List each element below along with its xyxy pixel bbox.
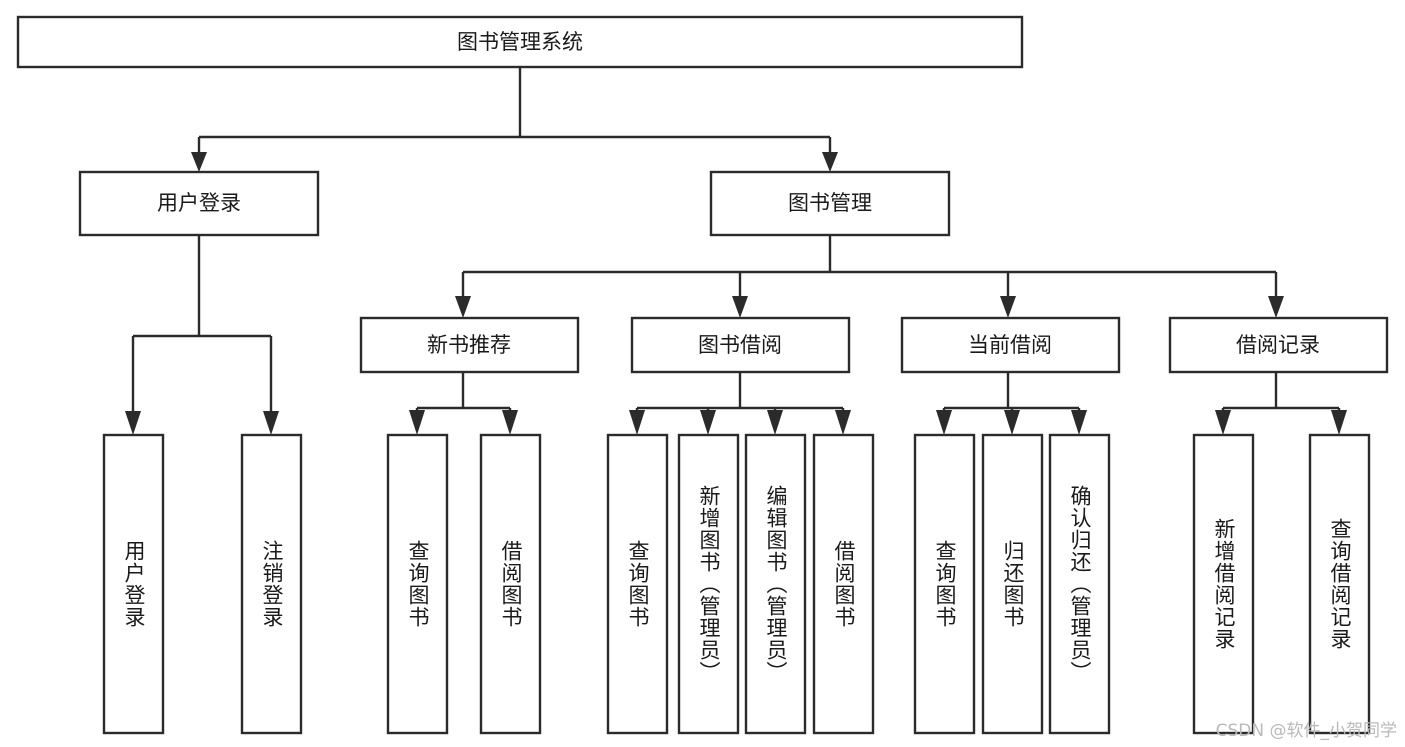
arrow-to-new-book-rec: [455, 296, 471, 318]
node-leaf-confirm-return-label: 确认归还（管理员）: [1068, 485, 1092, 683]
node-book-manage-label: 图书管理: [788, 191, 872, 215]
node-leaf-query-book-2[interactable]: 查询图书: [606, 433, 669, 735]
node-leaf-borrow-book-1-label: 借阅图书: [499, 540, 523, 628]
node-leaf-add-record[interactable]: 新增借阅记录: [1192, 433, 1255, 735]
node-leaf-user-login[interactable]: 用户登录: [102, 433, 165, 735]
arrow-to-book-borrow: [732, 296, 748, 318]
node-current-borrow[interactable]: 当前借阅: [900, 316, 1121, 374]
arrow-to-leaf-add-book: [700, 410, 716, 435]
node-leaf-query-record-box[interactable]: [1308, 433, 1371, 735]
node-leaf-query-book-2-label: 查询图书: [626, 540, 650, 628]
node-leaf-add-book-box[interactable]: [677, 433, 740, 735]
node-book-borrow-label: 图书借阅: [698, 333, 782, 357]
node-current-borrow-box[interactable]: [900, 316, 1121, 374]
node-leaf-query-book-1-box[interactable]: [386, 433, 449, 735]
node-leaf-logout[interactable]: 注销登录: [240, 433, 303, 735]
node-leaf-logout-label: 注销登录: [260, 540, 284, 628]
node-leaf-query-book-1-label: 查询图书: [406, 540, 430, 628]
node-leaf-user-login-box[interactable]: [102, 433, 165, 735]
arrow-to-leaf-borrow-book-2: [835, 410, 851, 435]
node-leaf-return-book-box[interactable]: [981, 433, 1044, 735]
node-book-manage[interactable]: 图书管理: [709, 170, 951, 237]
node-leaf-borrow-book-2-box[interactable]: [812, 433, 875, 735]
node-current-borrow-label: 当前借阅: [968, 333, 1052, 357]
node-new-book-rec-label: 新书推荐: [427, 333, 511, 357]
arrow-to-leaf-confirm-return: [1071, 410, 1087, 435]
node-user-login-label: 用户登录: [157, 191, 241, 215]
node-leaf-confirm-return[interactable]: 确认归还（管理员）: [1048, 433, 1111, 735]
arrow-to-current-borrow: [1000, 296, 1016, 318]
node-leaf-query-book-1[interactable]: 查询图书: [386, 433, 449, 735]
arrow-to-leaf-query-record: [1331, 410, 1347, 435]
node-user-login-box[interactable]: [78, 170, 320, 237]
arrow-to-leaf-query-book-2: [629, 410, 645, 435]
arrow-to-leaf-query-book-1: [409, 410, 425, 435]
node-leaf-add-record-box[interactable]: [1192, 433, 1255, 735]
node-borrow-record-label: 借阅记录: [1236, 333, 1320, 357]
node-leaf-add-record-label: 新增借阅记录: [1212, 518, 1236, 650]
connector-layer: [125, 67, 1347, 435]
node-root-box[interactable]: [16, 15, 1024, 69]
arrow-to-leaf-logout: [263, 411, 279, 435]
arrow-to-leaf-user-login: [125, 411, 141, 435]
node-leaf-add-book-label: 新增图书（管理员）: [697, 485, 721, 683]
node-root[interactable]: 图书管理系统: [16, 15, 1024, 69]
node-leaf-edit-book[interactable]: 编辑图书（管理员）: [744, 433, 807, 735]
node-leaf-query-book-3[interactable]: 查询图书: [913, 433, 976, 735]
arrow-to-leaf-query-book-3: [936, 410, 952, 435]
node-borrow-record-box[interactable]: [1168, 316, 1389, 374]
node-leaf-add-book[interactable]: 新增图书（管理员）: [677, 433, 740, 735]
node-leaf-borrow-book-1-box[interactable]: [479, 433, 542, 735]
node-leaf-return-book-label: 归还图书: [1001, 540, 1025, 628]
arrow-to-leaf-edit-book: [767, 410, 783, 435]
node-book-borrow-box[interactable]: [630, 316, 851, 374]
node-leaf-borrow-book-2[interactable]: 借阅图书: [812, 433, 875, 735]
arrow-to-borrow-record: [1268, 296, 1284, 318]
node-leaf-confirm-return-box[interactable]: [1048, 433, 1111, 735]
arrow-to-leaf-return-book: [1004, 410, 1020, 435]
node-leaf-logout-box[interactable]: [240, 433, 303, 735]
node-leaf-query-book-3-box[interactable]: [913, 433, 976, 735]
node-leaf-query-record[interactable]: 查询借阅记录: [1308, 433, 1371, 735]
node-book-borrow[interactable]: 图书借阅: [630, 316, 851, 374]
arrow-to-user-login: [191, 152, 207, 172]
arrow-to-book-manage: [822, 152, 838, 172]
arrow-to-leaf-add-record: [1215, 410, 1231, 435]
node-leaf-edit-book-label: 编辑图书（管理员）: [764, 485, 788, 683]
node-leaf-borrow-book-1[interactable]: 借阅图书: [479, 433, 542, 735]
node-leaf-user-login-label: 用户登录: [122, 540, 146, 628]
node-leaf-edit-book-box[interactable]: [744, 433, 807, 735]
node-new-book-rec-box[interactable]: [359, 316, 580, 374]
node-leaf-return-book[interactable]: 归还图书: [981, 433, 1044, 735]
node-leaf-query-book-2-box[interactable]: [606, 433, 669, 735]
node-borrow-record[interactable]: 借阅记录: [1168, 316, 1389, 374]
node-root-label: 图书管理系统: [457, 30, 583, 54]
node-book-manage-box[interactable]: [709, 170, 951, 237]
node-new-book-rec[interactable]: 新书推荐: [359, 316, 580, 374]
node-user-login[interactable]: 用户登录: [78, 170, 320, 237]
node-leaf-borrow-book-2-label: 借阅图书: [832, 540, 856, 628]
node-leaf-query-record-label: 查询借阅记录: [1328, 518, 1352, 650]
node-leaf-query-book-3-label: 查询图书: [933, 540, 957, 628]
arrow-to-leaf-borrow-book-1: [502, 410, 518, 435]
